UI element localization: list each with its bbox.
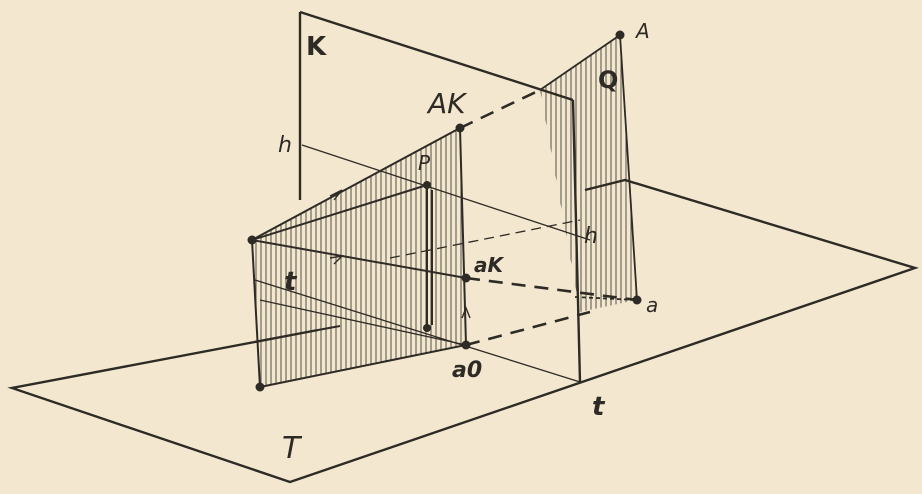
direction-arrows bbox=[329, 189, 471, 319]
label-point-ak: AK bbox=[426, 87, 468, 120]
point-a-upper-dot bbox=[615, 30, 625, 40]
points bbox=[247, 30, 642, 392]
line-t bbox=[254, 219, 581, 383]
plane-t bbox=[7, 178, 919, 484]
label-point-a-lower: a bbox=[646, 293, 658, 317]
label-plane-k: K bbox=[306, 32, 327, 62]
label-plane-q: Q bbox=[598, 66, 618, 94]
point-base-dot bbox=[255, 382, 265, 392]
point-ak-dot bbox=[455, 123, 465, 133]
point-s bbox=[247, 235, 257, 245]
plane-q-hatching bbox=[540, 35, 637, 312]
line-h bbox=[301, 144, 591, 241]
plane-k bbox=[298, 10, 582, 383]
label-line-t-left: t bbox=[284, 267, 298, 297]
label-plane-t: T bbox=[282, 431, 303, 466]
point-ak-lower-dot bbox=[461, 273, 471, 283]
projecting-plane-hatching bbox=[252, 128, 466, 387]
label-line-h-right: h bbox=[584, 224, 598, 249]
point-p-dot bbox=[423, 181, 431, 189]
point-a-lower-dot bbox=[632, 295, 642, 305]
dashed-connectors bbox=[459, 88, 638, 347]
label-point-ak-lower: aK bbox=[474, 253, 504, 277]
label-line-t-bottom: t bbox=[592, 392, 606, 422]
label-point-a0: a0 bbox=[452, 358, 482, 383]
label-point-p: P bbox=[418, 151, 431, 175]
label-point-a: A bbox=[634, 19, 650, 43]
label-line-h-left: h bbox=[278, 133, 292, 158]
point-a0-dot bbox=[461, 340, 471, 350]
point-p-base-dot bbox=[423, 324, 431, 332]
